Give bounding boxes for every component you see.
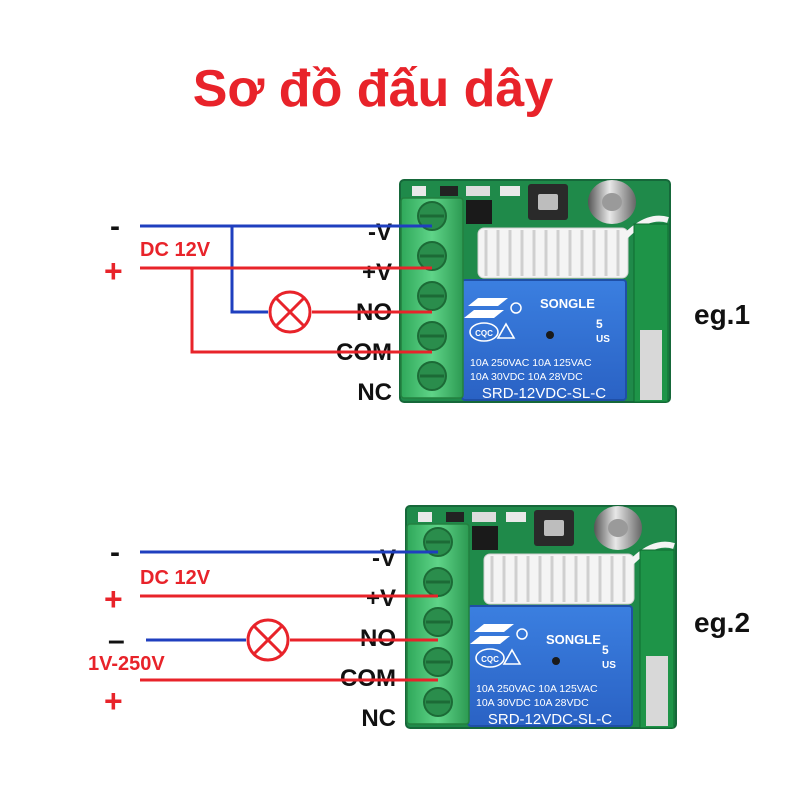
lamp-icon: [246, 618, 290, 662]
relay-spec-line-1: 10A 250VAC 10A 125VAC: [470, 357, 592, 369]
terminal-label-nc: NC: [361, 705, 396, 732]
diagram-eg2: SONGLE CQC 5 US 10A 250VAC 10A 125VAC 10…: [88, 506, 750, 732]
supply-minus: -: [110, 536, 120, 569]
terminal-label-minus-v: -V: [368, 219, 392, 246]
terminal-label-plus-v: +V: [366, 585, 396, 612]
relay-rating-unit: US: [602, 660, 616, 671]
relay-rating-number: 5: [602, 643, 609, 657]
supply-minus: -: [110, 210, 120, 243]
lamp-icon: [268, 290, 312, 334]
relay-cert: CQC: [475, 329, 493, 338]
terminal-label-nc: NC: [357, 379, 392, 406]
relay-spec-line-2: 10A 30VDC 10A 28VDC: [470, 371, 583, 383]
relay-module: SONGLE CQC 5 US 10A 250VAC 10A 125VAC 10…: [406, 506, 676, 728]
relay-model: SRD-12VDC-SL-C: [488, 711, 612, 728]
relay-module: SONGLE CQC 5 US 10A 250VAC 10A 125VAC 10…: [400, 180, 670, 402]
relay-brand: SONGLE: [546, 632, 601, 647]
wire-negative: [140, 224, 432, 314]
relay-cert: CQC: [481, 655, 499, 664]
diagram-label: eg.1: [694, 299, 750, 330]
supply-plus: +: [104, 253, 123, 289]
relay-brand: SONGLE: [540, 296, 595, 311]
load-supply-label: 1V-250V: [88, 653, 165, 675]
relay-rating-unit: US: [596, 334, 610, 345]
load-supply-minus: –: [108, 624, 125, 657]
page-title: Sơ đồ đấu dây: [193, 60, 554, 118]
load-supply-plus: +: [104, 683, 123, 719]
diagram-eg1: SONGLE CQC 5 US 10A 250VAC 10A 125VAC 10…: [104, 180, 750, 406]
supply-plus: +: [104, 581, 123, 617]
terminal-label-minus-v: -V: [372, 545, 396, 572]
diagram-label: eg.2: [694, 607, 750, 638]
supply-label: DC 12V: [140, 567, 211, 589]
relay-model: SRD-12VDC-SL-C: [482, 385, 606, 402]
relay-rating-number: 5: [596, 317, 603, 331]
supply-label: DC 12V: [140, 239, 211, 261]
terminal-label-plus-v: +V: [362, 259, 392, 286]
relay-spec-line-1: 10A 250VAC 10A 125VAC: [476, 683, 598, 695]
wire-positive: [140, 266, 432, 354]
relay-spec-line-2: 10A 30VDC 10A 28VDC: [476, 697, 589, 709]
